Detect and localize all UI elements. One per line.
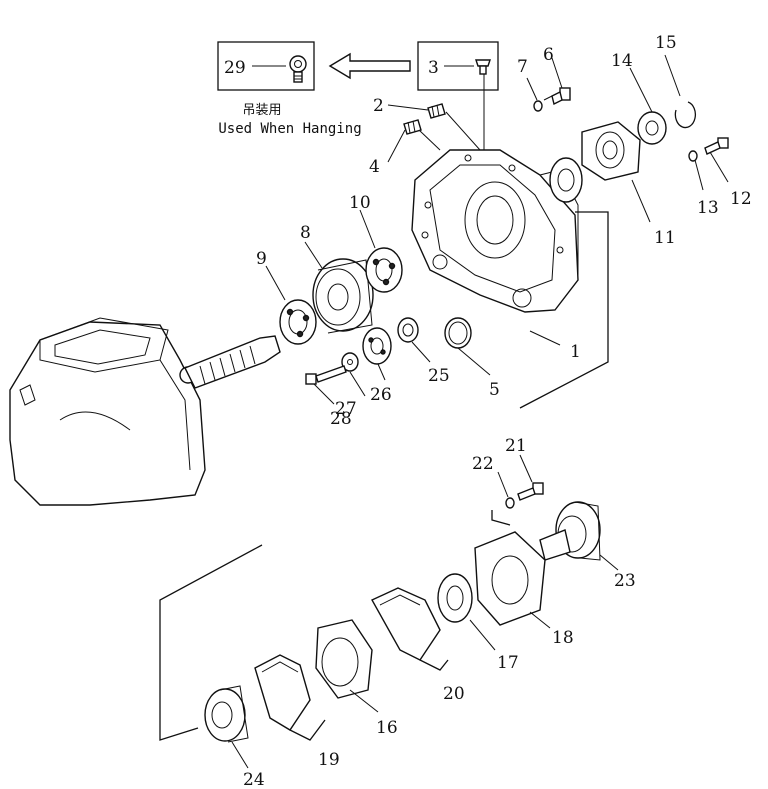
part-20-shims xyxy=(371,587,441,661)
part-10-bearing xyxy=(365,247,403,293)
part-27-washer xyxy=(341,352,359,372)
callout-27: 27 xyxy=(335,399,357,419)
hanging-arrow xyxy=(328,52,411,80)
callout-28: 28 xyxy=(330,409,352,429)
part-15-snap-ring xyxy=(674,101,696,129)
callout-1: 1 xyxy=(570,342,581,362)
callout-20: 20 xyxy=(443,684,465,704)
callout-2: 2 xyxy=(373,96,384,116)
callout-5: 5 xyxy=(489,380,500,400)
part-13-washer xyxy=(688,150,698,162)
callout-16: 16 xyxy=(376,718,398,738)
callout-15: 15 xyxy=(655,33,677,53)
part-19-shims xyxy=(254,654,311,731)
callout-8: 8 xyxy=(300,223,311,243)
caption-chinese: 吊装用 xyxy=(242,103,281,118)
callout-24: 24 xyxy=(243,770,265,789)
part-21-bolt xyxy=(517,482,544,501)
callout-29: 29 xyxy=(224,58,246,78)
part-25-seal xyxy=(397,317,419,343)
callout-18: 18 xyxy=(552,628,574,648)
callout-10: 10 xyxy=(349,193,371,213)
lower-bracket-top xyxy=(491,510,511,526)
callout-14: 14 xyxy=(611,51,633,71)
caption-english: Used When Hanging xyxy=(218,121,361,137)
output-shaft xyxy=(184,335,281,389)
housing-bracket xyxy=(519,211,609,409)
part-24-bearing xyxy=(204,685,249,743)
part-18-cover xyxy=(474,531,546,626)
part-4-plug xyxy=(403,119,422,135)
callout-13: 13 xyxy=(697,198,719,218)
callout-19: 19 xyxy=(318,750,340,770)
callout-25: 25 xyxy=(428,366,450,386)
callout-23: 23 xyxy=(614,571,636,591)
callouts: 1 2 3 4 5 6 7 8 9 10 11 12 13 14 15 16 1… xyxy=(224,33,752,789)
callout-7: 7 xyxy=(517,57,528,77)
callout-17: 17 xyxy=(497,653,519,673)
part-14-bearing xyxy=(637,111,667,145)
part-7-washer xyxy=(533,100,543,112)
part-26-bearing xyxy=(362,327,392,365)
callout-21: 21 xyxy=(505,436,527,456)
part-9-bearing xyxy=(279,299,317,345)
part-23-gear-shaft xyxy=(539,501,601,561)
part-1-housing xyxy=(411,149,579,313)
callout-3: 3 xyxy=(428,58,439,78)
callout-9: 9 xyxy=(256,249,267,269)
part-16-cup xyxy=(315,619,373,699)
inset-eyebolt-box xyxy=(217,41,315,91)
callout-12: 12 xyxy=(730,189,752,209)
callout-4: 4 xyxy=(369,157,380,177)
part-11-cover xyxy=(581,121,641,181)
part-6-bolt xyxy=(543,87,571,106)
part-8-gear xyxy=(312,258,374,334)
part-22-washer xyxy=(505,497,515,509)
shims-20-bracket xyxy=(419,659,449,671)
callout-22: 22 xyxy=(472,454,494,474)
part-28-bolt xyxy=(305,365,347,385)
part-12-bolt xyxy=(704,137,729,155)
transmission-body xyxy=(9,317,206,506)
callout-26: 26 xyxy=(370,385,392,405)
callout-6: 6 xyxy=(543,45,554,65)
part-17-bearing xyxy=(437,573,473,623)
shims-19-bracket xyxy=(289,719,326,741)
part-2-plug xyxy=(427,103,446,119)
leader-lines xyxy=(231,54,729,769)
spacer-plate xyxy=(549,157,583,203)
callout-11: 11 xyxy=(654,228,676,248)
part-5-oring xyxy=(444,317,472,349)
lower-bracket xyxy=(159,544,263,741)
